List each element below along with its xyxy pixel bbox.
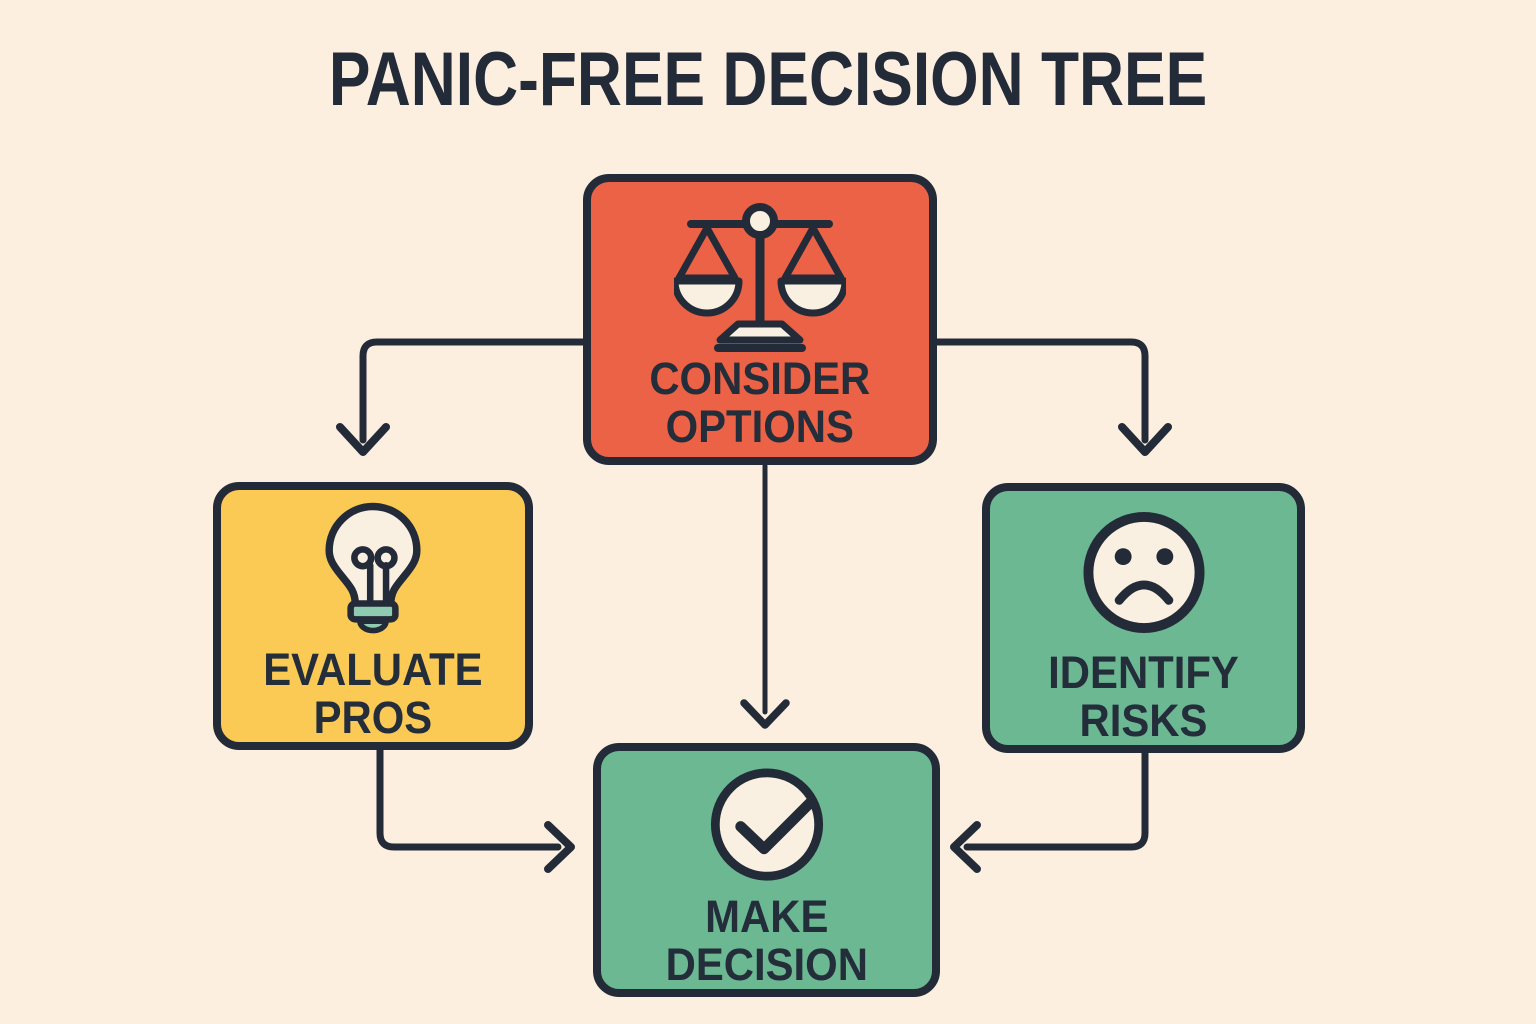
arrow-consider-to-evaluate xyxy=(336,338,592,456)
node-label-line1: MAKE xyxy=(704,891,829,942)
node-label-line2: OPTIONS xyxy=(665,401,855,452)
node-evaluate-pros: EVALUATE PROS xyxy=(213,482,533,750)
sad-face-icon xyxy=(1082,511,1205,634)
node-consider-options-label: CONSIDER OPTIONS xyxy=(650,355,871,451)
lightbulb-icon xyxy=(325,502,421,634)
check-circle-icon xyxy=(710,768,823,881)
arrow-consider-to-identify xyxy=(928,338,1172,456)
node-label-line2: RISKS xyxy=(1079,695,1208,746)
node-make-decision-label: MAKE DECISION xyxy=(665,893,867,989)
node-label-line2: DECISION xyxy=(665,939,868,990)
node-consider-options: CONSIDER OPTIONS xyxy=(583,174,937,465)
arrow-evaluate-to-decision xyxy=(376,746,575,873)
arrow-identify-to-decision xyxy=(950,746,1149,873)
diagram-title: PANIC-FREE DECISION TREE xyxy=(328,37,1208,122)
node-identify-risks: IDENTIFY RISKS xyxy=(982,483,1305,753)
node-label-line1: CONSIDER xyxy=(649,353,871,404)
node-identify-risks-label: IDENTIFY RISKS xyxy=(1048,649,1239,745)
node-make-decision: MAKE DECISION xyxy=(593,743,940,997)
node-label-line2: PROS xyxy=(313,692,433,743)
node-label-line1: EVALUATE xyxy=(263,644,483,695)
node-label-line1: IDENTIFY xyxy=(1048,647,1239,698)
node-evaluate-pros-label: EVALUATE PROS xyxy=(263,646,482,742)
balance-scale-icon xyxy=(674,203,846,352)
arrow-consider-to-decision xyxy=(740,463,790,729)
